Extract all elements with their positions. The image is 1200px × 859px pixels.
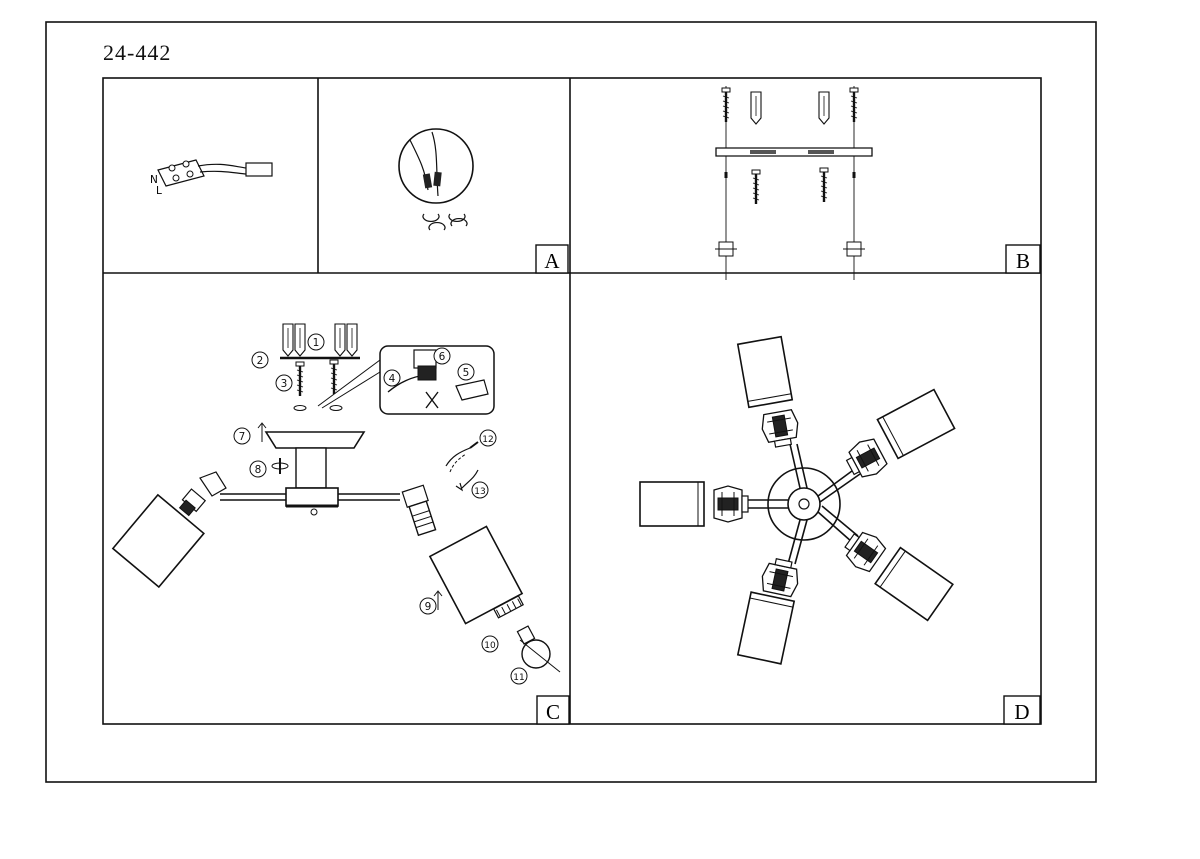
callout-3: 3 <box>275 374 293 392</box>
callout-5: 5 <box>457 363 475 381</box>
panel-label-c: C <box>536 695 570 725</box>
arm-down <box>737 519 808 665</box>
wire-connection-illustration <box>398 128 474 231</box>
svg-text:1: 1 <box>313 337 320 349</box>
svg-text:9: 9 <box>425 601 432 613</box>
arm-left <box>639 481 788 527</box>
svg-text:11: 11 <box>513 673 524 683</box>
svg-text:4: 4 <box>389 373 396 385</box>
arm-upper-right <box>817 388 956 503</box>
mounting-bar-illustration <box>715 86 873 280</box>
svg-text:3: 3 <box>281 378 288 390</box>
svg-text:2: 2 <box>257 355 264 367</box>
svg-text:12: 12 <box>482 435 493 445</box>
callout-markers: 1 2 3 4 5 6 7 8 9 10 11 12 13 <box>233 333 528 685</box>
svg-text:13: 13 <box>474 487 485 497</box>
callout-12: 12 <box>479 429 497 447</box>
svg-text:6: 6 <box>439 351 446 363</box>
panel-label-d: D <box>1003 695 1041 725</box>
callout-13: 13 <box>471 481 489 499</box>
exploded-assembly-illustration <box>111 323 561 673</box>
svg-text:B: B <box>1016 249 1030 273</box>
callout-7: 7 <box>233 427 251 445</box>
arm-up <box>736 335 808 489</box>
callout-6: 6 <box>433 347 451 365</box>
callout-9: 9 <box>419 597 437 615</box>
callout-10: 10 <box>481 635 499 653</box>
callout-11: 11 <box>510 667 528 685</box>
arm-lower-right <box>817 505 954 622</box>
svg-text:5: 5 <box>463 367 470 379</box>
top-view-illustration <box>639 335 956 665</box>
svg-text:8: 8 <box>255 464 262 476</box>
svg-text:A: A <box>544 249 560 273</box>
svg-text:10: 10 <box>484 641 496 651</box>
callout-2: 2 <box>251 351 269 369</box>
terminal-block-illustration: N L <box>150 159 273 197</box>
svg-text:N: N <box>150 174 158 186</box>
svg-text:C: C <box>546 700 560 724</box>
callout-4: 4 <box>383 369 401 387</box>
svg-text:L: L <box>156 185 162 197</box>
panel-label-a: A <box>535 244 569 274</box>
svg-text:7: 7 <box>239 431 246 443</box>
svg-text:D: D <box>1014 700 1029 724</box>
panel-label-b: B <box>1005 244 1041 274</box>
panel-grid <box>102 77 1042 725</box>
callout-1: 1 <box>307 333 325 351</box>
model-number: 24-442 <box>103 40 172 65</box>
callout-8: 8 <box>249 460 267 478</box>
